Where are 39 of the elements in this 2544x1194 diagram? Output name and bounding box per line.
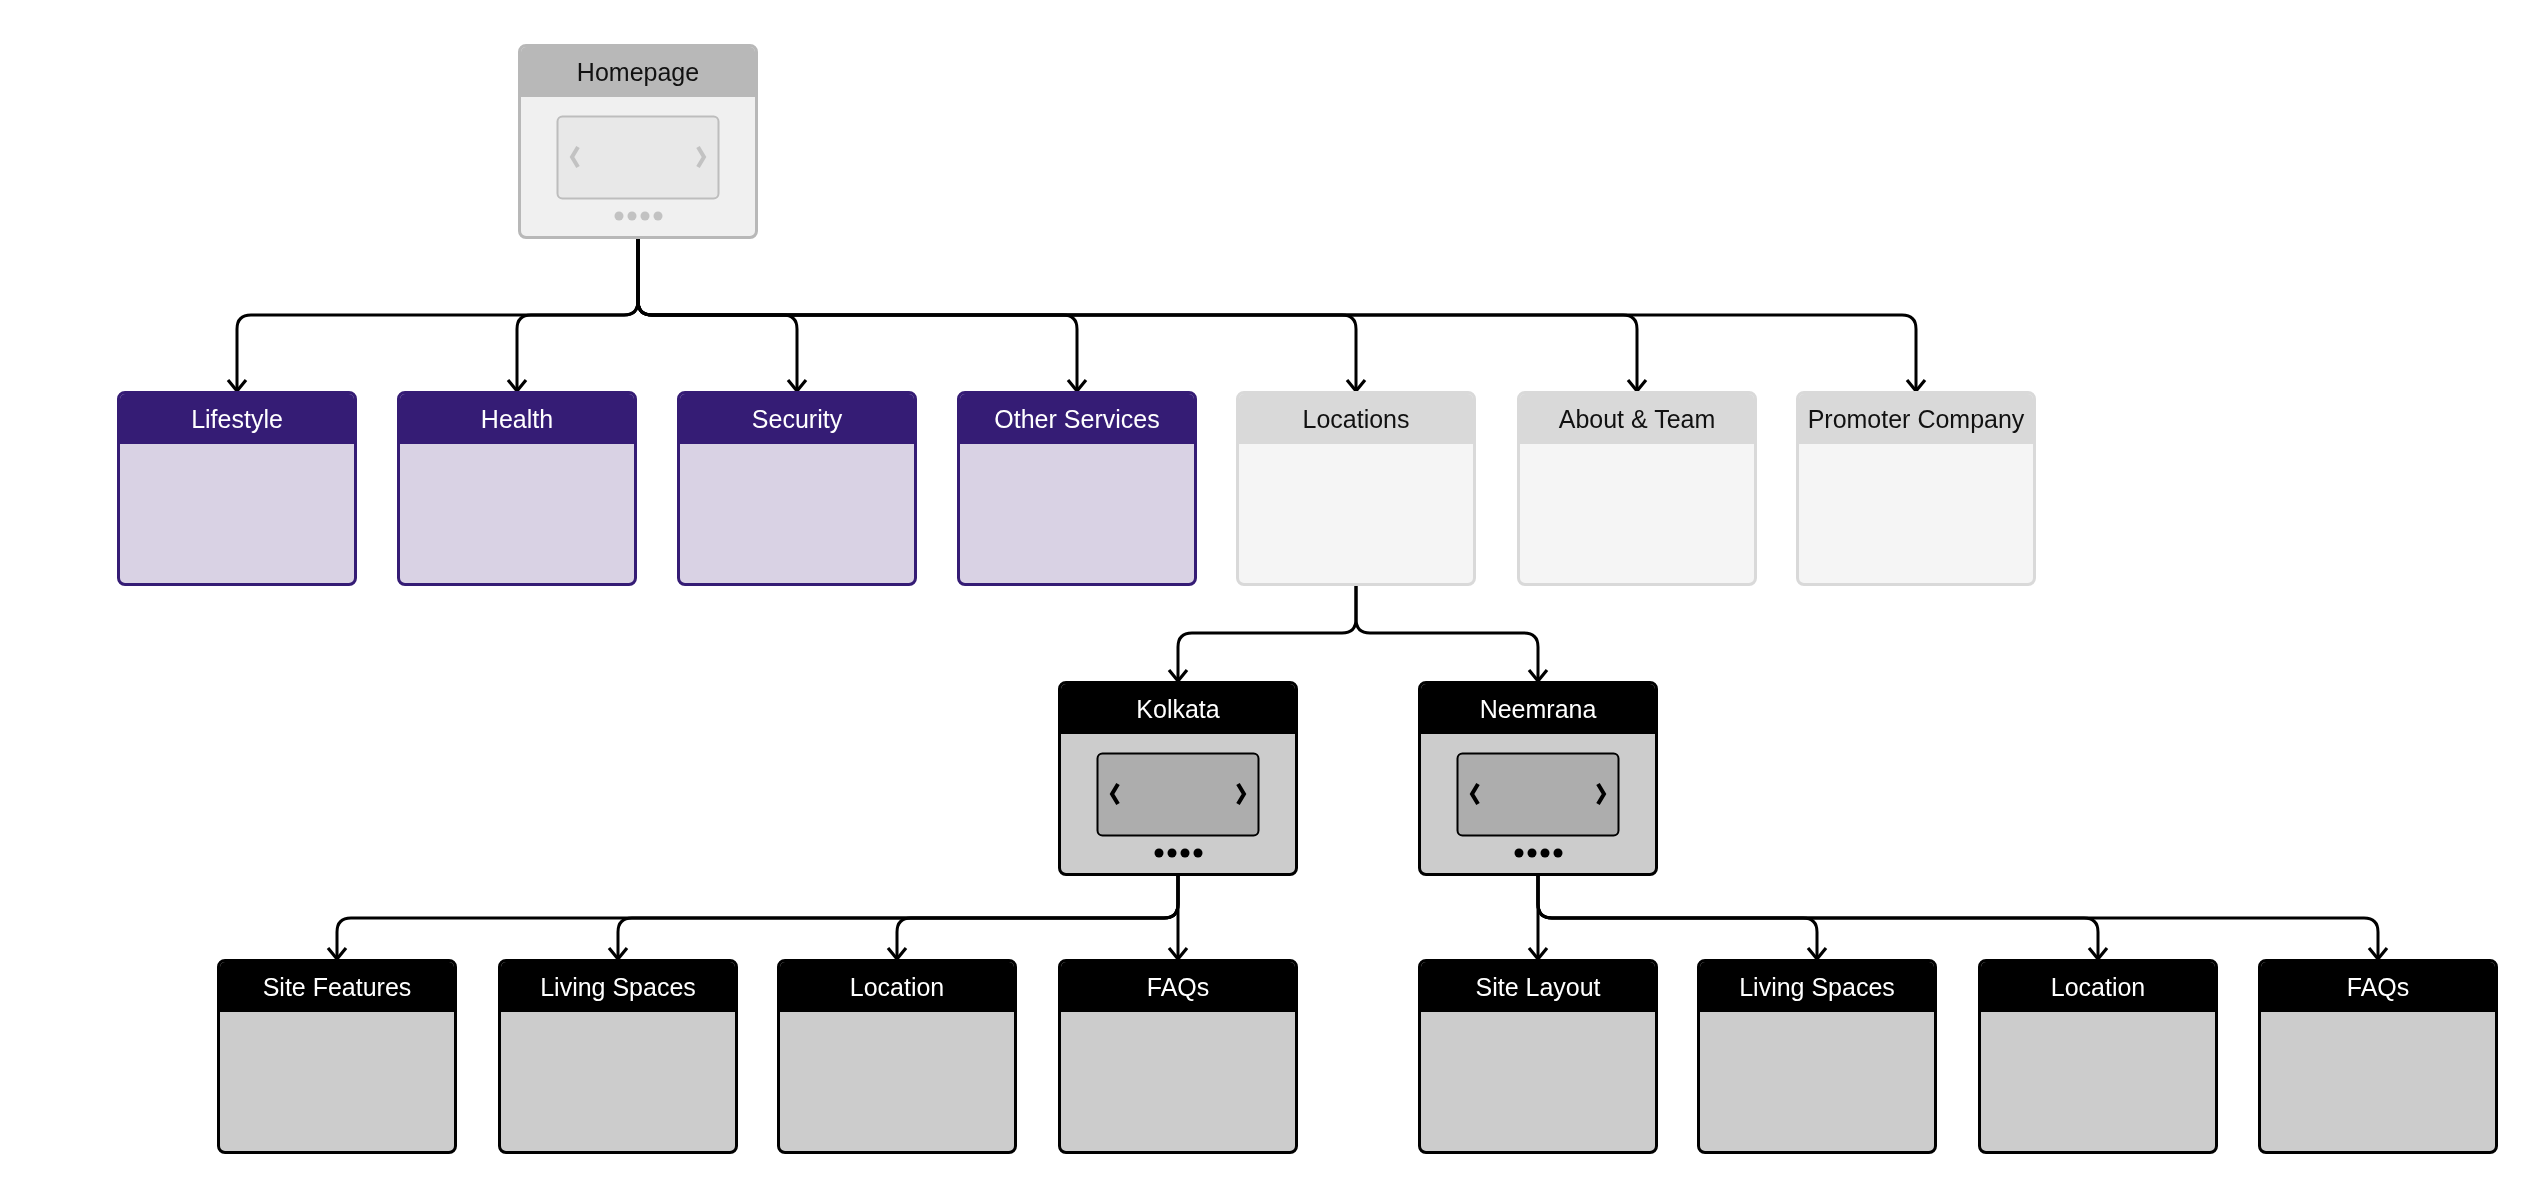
page-card — [397, 391, 637, 586]
page-title: Location — [1981, 962, 2215, 1012]
connector-arrow — [1167, 876, 1189, 961]
page-card — [777, 959, 1017, 1154]
page-card — [117, 391, 357, 586]
page-card — [217, 959, 457, 1154]
page-card — [1418, 681, 1658, 876]
page-title: Location — [780, 962, 1014, 1012]
page-card — [957, 391, 1197, 586]
page-card — [498, 959, 738, 1154]
page-card — [2258, 959, 2498, 1154]
page-title: Homepage — [521, 47, 755, 97]
page-title: Locations — [1239, 394, 1473, 444]
connector-arrow — [1536, 876, 2389, 961]
page-title: Promoter Company — [1799, 394, 2033, 444]
page-card — [1978, 959, 2218, 1154]
page-card — [677, 391, 917, 586]
page-title: Living Spaces — [1700, 962, 1934, 1012]
page-title: Lifestyle — [120, 394, 354, 444]
page-card — [1517, 391, 1757, 586]
page-title: Neemrana — [1421, 684, 1655, 734]
page-card — [1796, 391, 2036, 586]
page-card — [1058, 681, 1298, 876]
page-title: Health — [400, 394, 634, 444]
page-card — [1236, 391, 1476, 586]
page-title: About & Team — [1520, 394, 1754, 444]
page-card — [1058, 959, 1298, 1154]
page-title: Site Features — [220, 962, 454, 1012]
page-title: Security — [680, 394, 914, 444]
page-title: Living Spaces — [501, 962, 735, 1012]
page-card — [518, 44, 758, 239]
page-card — [1418, 959, 1658, 1154]
page-title: Kolkata — [1061, 684, 1295, 734]
page-title: FAQs — [2261, 962, 2495, 1012]
page-title: Other Services — [960, 394, 1194, 444]
page-card — [1697, 959, 1937, 1154]
page-title: Site Layout — [1421, 962, 1655, 1012]
connector-arrow — [1354, 586, 1549, 683]
page-title: FAQs — [1061, 962, 1295, 1012]
